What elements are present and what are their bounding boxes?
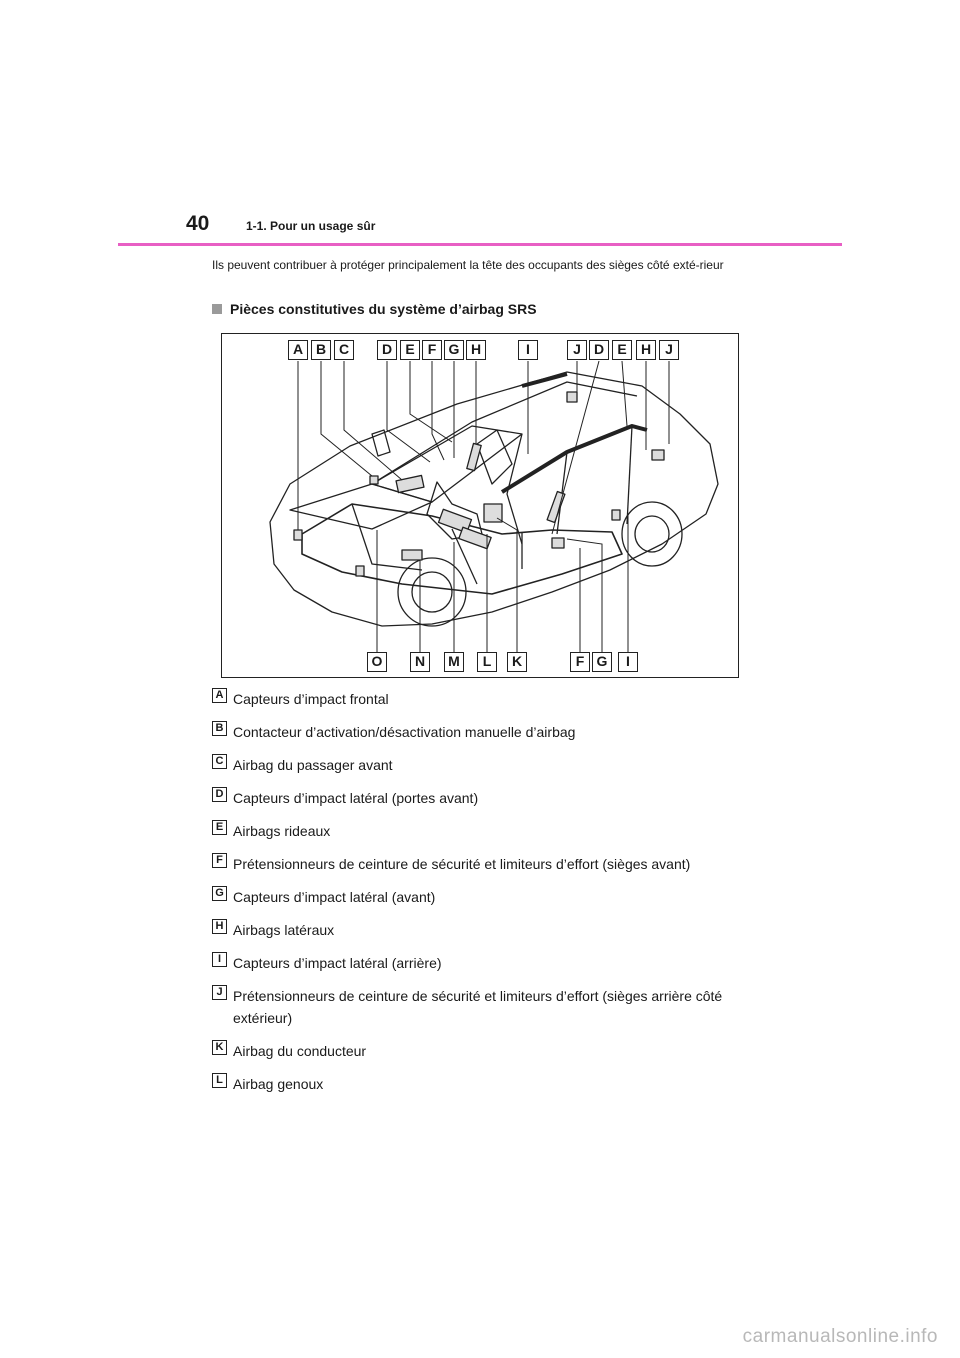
bullet-square-icon [212,304,222,314]
diagram-tag: G [592,652,612,672]
diagram-tag: N [410,652,430,672]
diagram-tag: H [466,340,486,360]
legend-item: L Airbag genoux [212,1073,752,1095]
legend-text: Contacteur d’activation/désactivation ma… [233,724,575,740]
legend-item: C Airbag du passager avant [212,754,752,776]
legend-text: Airbag du conducteur [233,1043,366,1059]
legend-key: J [212,985,227,1000]
legend-item: A Capteurs d’impact frontal [212,688,752,710]
diagram-tag: E [400,340,420,360]
legend-key: B [212,721,227,736]
legend-item: H Airbags latéraux [212,919,752,941]
diagram-tag: I [518,340,538,360]
diagram-tag: M [444,652,464,672]
watermark: carmanualsonline.info [743,1326,938,1348]
vehicle-illustration [222,334,740,679]
legend-item: I Capteurs d’impact latéral (arrière) [212,952,752,974]
legend-item: G Capteurs d’impact latéral (avant) [212,886,752,908]
legend-text: Prétensionneurs de ceinture de sécurité … [233,856,690,872]
subheading-text: Pièces constitutives du système d’airbag… [230,300,537,318]
legend-key: D [212,787,227,802]
legend-key: G [212,886,227,901]
legend-key: K [212,1040,227,1055]
section-title: 1-1. Pour un usage sûr [246,220,375,232]
legend-key: C [212,754,227,769]
legend-key: F [212,853,227,868]
legend-item: E Airbags rideaux [212,820,752,842]
legend-key: H [212,919,227,934]
diagram-tag: H [636,340,656,360]
legend-key: L [212,1073,227,1088]
legend-text: Capteurs d’impact latéral (arrière) [233,955,442,971]
diagram-tag: J [659,340,679,360]
legend-item: F Prétensionneurs de ceinture de sécurit… [212,853,752,875]
legend-text: Airbags rideaux [233,823,330,839]
legend-item: J Prétensionneurs de ceinture de sécurit… [212,985,752,1029]
legend-text: Capteurs d’impact latéral (avant) [233,889,435,905]
legend-key: I [212,952,227,967]
diagram-tag: F [422,340,442,360]
diagram-tag: E [612,340,632,360]
legend-text: Capteurs d’impact frontal [233,691,389,707]
header-rule [118,243,842,246]
legend-key: E [212,820,227,835]
legend-text: Airbags latéraux [233,922,334,938]
legend-text: Capteurs d’impact latéral (portes avant) [233,790,478,806]
diagram-tag: B [311,340,331,360]
intro-paragraph: Ils peuvent contribuer à protéger princi… [212,254,752,276]
legend-item: D Capteurs d’impact latéral (portes avan… [212,787,752,809]
diagram-tag: F [570,652,590,672]
diagram-tag: G [444,340,464,360]
diagram-tag: D [589,340,609,360]
legend-text: Airbag du passager avant [233,757,393,773]
diagram-tag: O [367,652,387,672]
diagram-tag: L [477,652,497,672]
diagram-tag: A [288,340,308,360]
diagram-tag: C [334,340,354,360]
legend-key: A [212,688,227,703]
diagram-tag: D [377,340,397,360]
diagram-tag: J [567,340,587,360]
diagram-tag: I [618,652,638,672]
legend-text: Prétensionneurs de ceinture de sécurité … [233,988,722,1026]
subheading: Pièces constitutives du système d’airbag… [212,300,537,318]
page-number: 40 [186,213,209,234]
diagram-tag: K [507,652,527,672]
legend-item: B Contacteur d’activation/désactivation … [212,721,752,743]
legend-text: Airbag genoux [233,1076,323,1092]
srs-diagram: A B C D E F G H I J D E H J O N M L K F … [221,333,739,678]
legend-item: K Airbag du conducteur [212,1040,752,1062]
legend-list: A Capteurs d’impact frontal B Contacteur… [212,688,752,1106]
